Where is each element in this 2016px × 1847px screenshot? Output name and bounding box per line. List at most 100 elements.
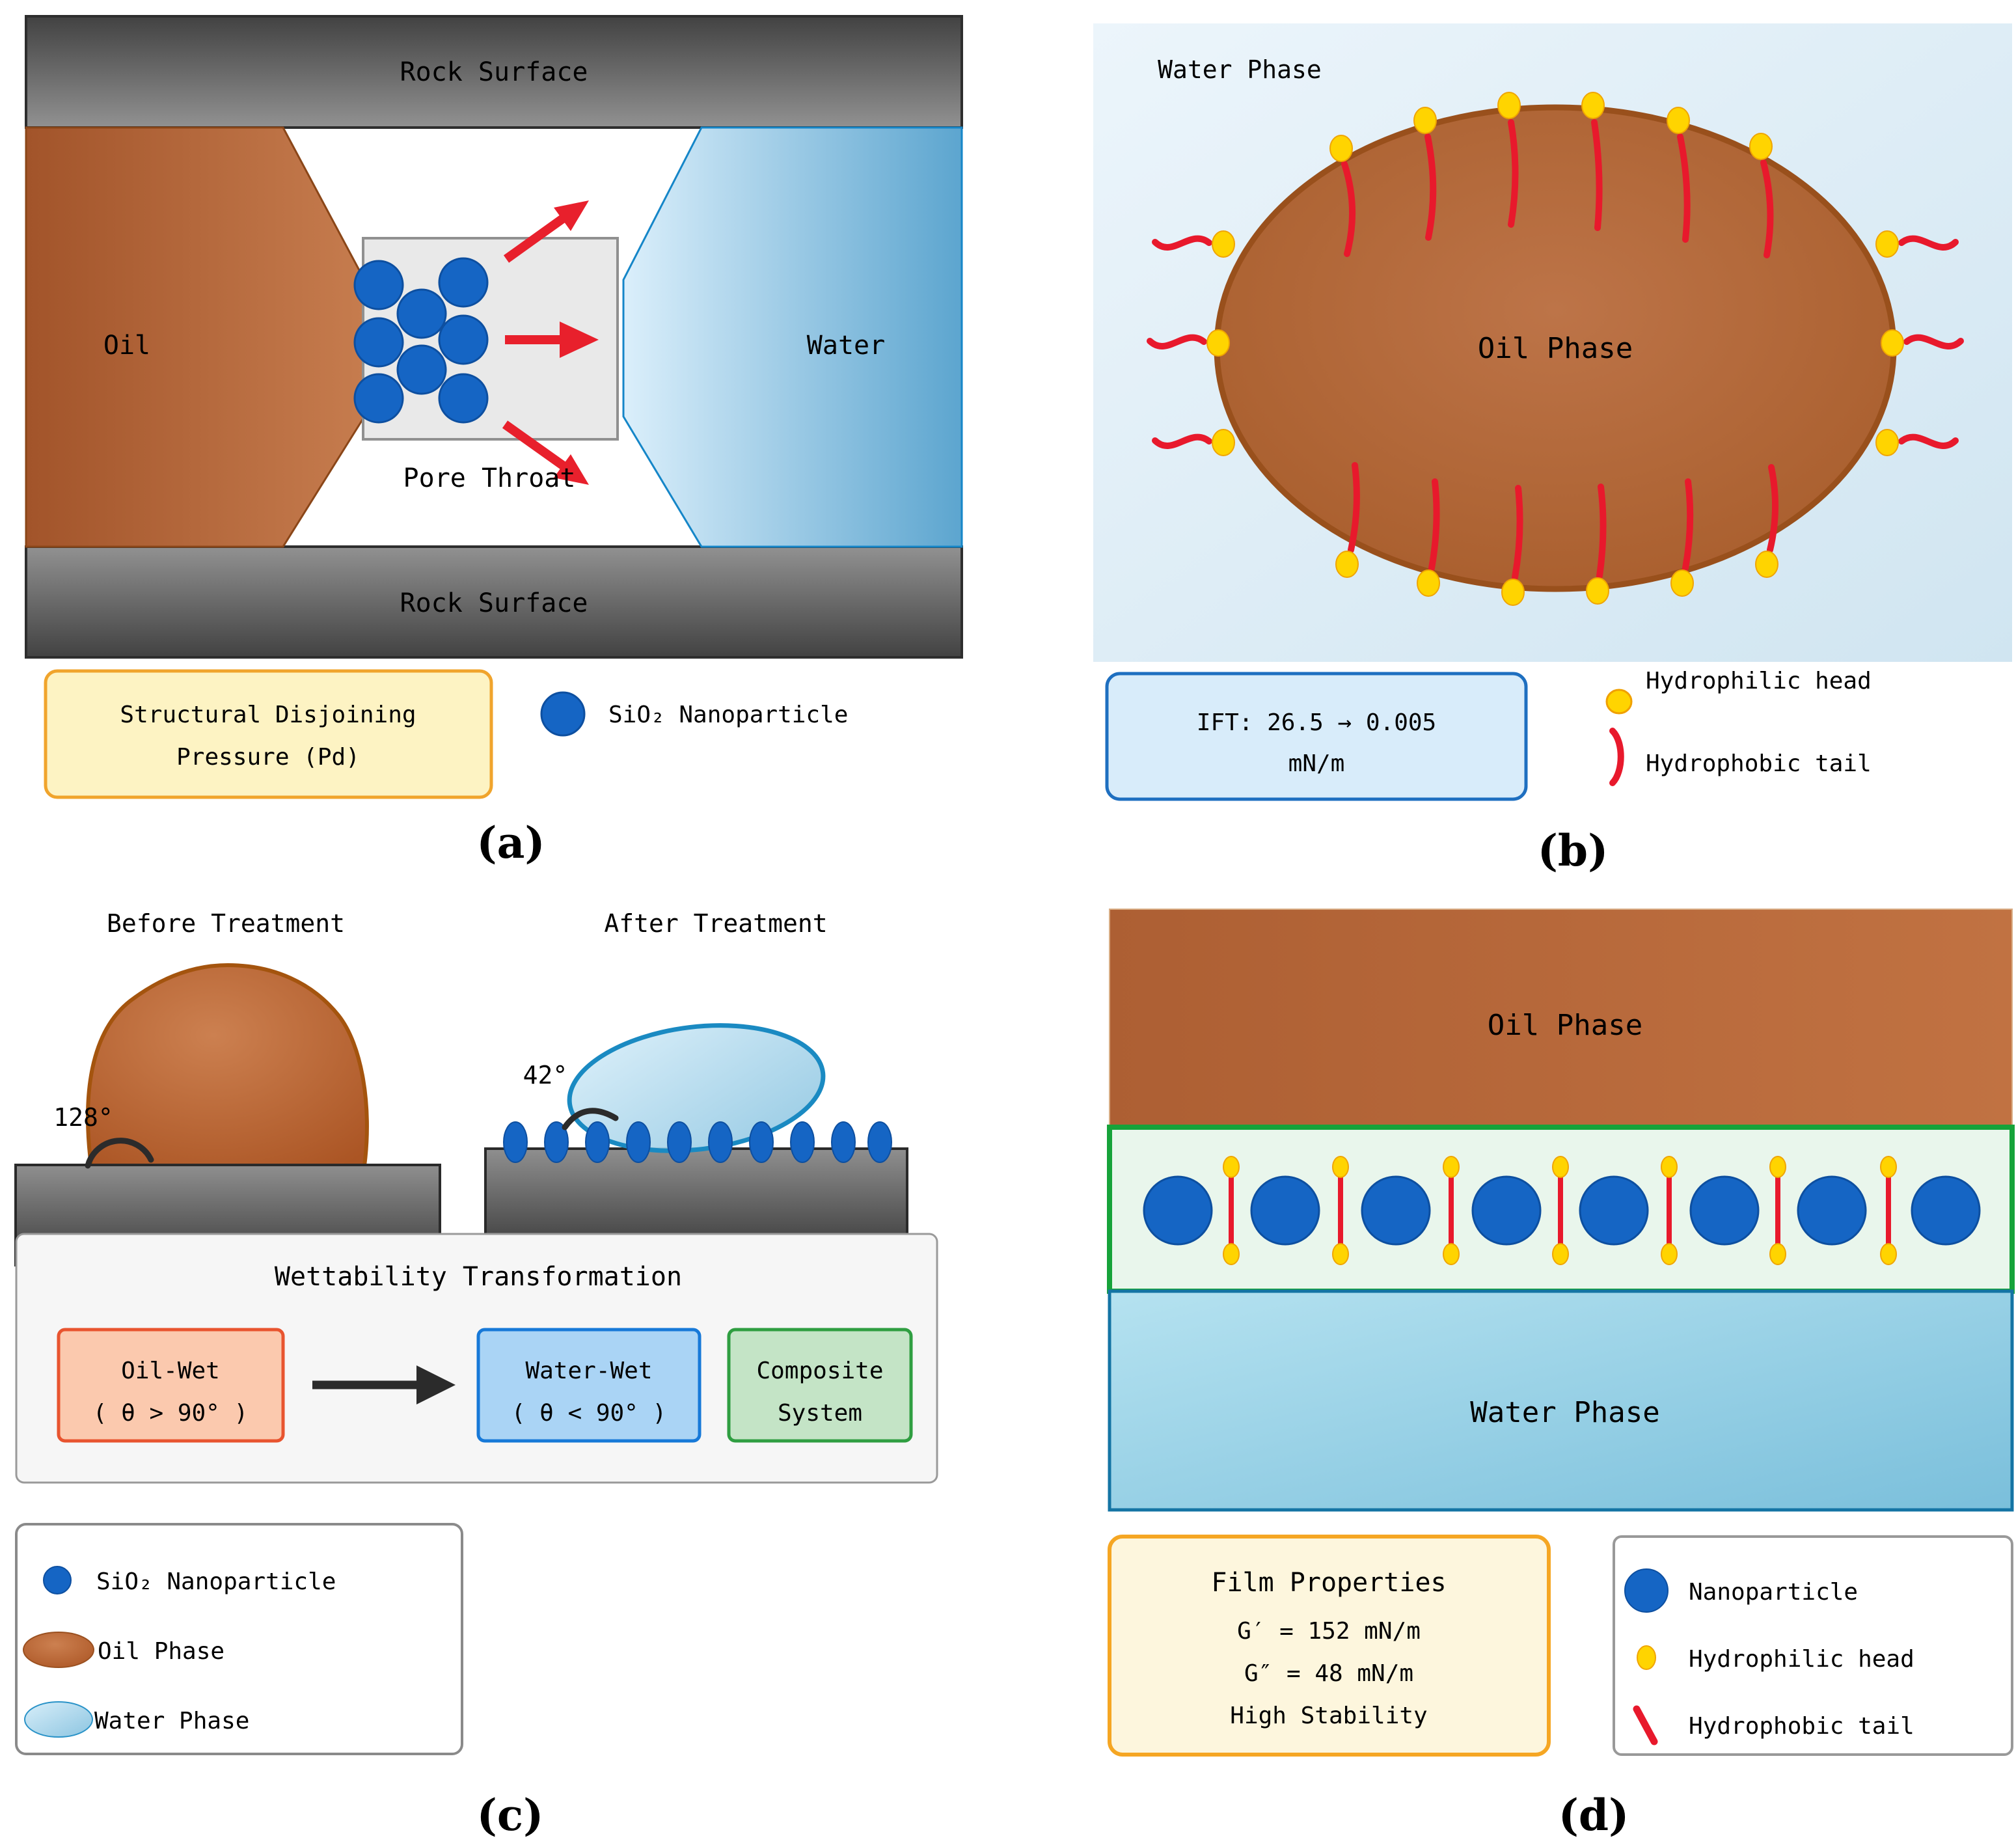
oil-wet-box: [57, 1328, 285, 1443]
nanoparticle: [353, 260, 404, 310]
water-wet-box: [476, 1328, 702, 1443]
panel-b-ift-diagram: Water Phase Oil Phase: [1093, 23, 2012, 876]
surfactant-tails: [1147, 119, 1964, 581]
nanoparticle: [438, 373, 489, 424]
pressure-arrows: [502, 200, 599, 485]
caption-d: (d): [1559, 1790, 1629, 1840]
nanoparticle: [585, 1121, 610, 1163]
film-nanoparticles: [1143, 1175, 1981, 1246]
hydrophilic-head: [1335, 551, 1359, 578]
hydrophobic-tail: [1682, 478, 1694, 571]
hydrophilic-head: [1206, 329, 1230, 357]
pressure-box-line1: Structural Disjoining: [120, 702, 416, 728]
legend-water-phase-icon: [24, 1701, 93, 1738]
oil-label: Oil: [103, 331, 150, 361]
water-wet-line1: Water-Wet: [525, 1358, 652, 1384]
arrow-down-right-head: [554, 454, 589, 485]
hydrophilic-head: [1755, 551, 1778, 578]
hydrophilic-head: [1212, 230, 1235, 258]
arrow-up-right-shaft: [503, 214, 567, 263]
nanoparticle: [353, 317, 404, 368]
hydrophobic-tail: [1596, 484, 1607, 579]
hydrophobic-tail: [1428, 478, 1440, 571]
hydrophilic-head: [1880, 1156, 1897, 1178]
nanoparticle: [1143, 1175, 1213, 1246]
nanoparticle-cluster: [353, 257, 489, 424]
hydrophilic-head: [1223, 1156, 1240, 1178]
legend-sio2-label: SiO₂ Nanoparticle: [96, 1568, 336, 1595]
legend-water-label: Water Phase: [94, 1708, 249, 1734]
hydrophilic-head: [1769, 1156, 1786, 1178]
wettability-title: Wettability Transformation: [275, 1262, 682, 1292]
hydrophobic-tail: [1152, 433, 1212, 449]
legend-sio2-icon: [43, 1566, 72, 1594]
legend-box-c: [15, 1523, 463, 1755]
composite-line2: System: [778, 1400, 862, 1427]
nanoparticle: [667, 1121, 692, 1163]
oil-funnel: [25, 126, 366, 548]
hydrophobic-tail: [1767, 464, 1778, 553]
nanoparticle: [1689, 1175, 1760, 1246]
nanoparticle: [353, 373, 404, 424]
nanoparticle: [396, 288, 447, 339]
nanoparticle: [749, 1121, 774, 1163]
nanoparticle: [1911, 1175, 1981, 1246]
rock-top-label: Rock Surface: [400, 57, 588, 87]
hydrophilic-head: [1881, 329, 1904, 357]
legend-hydrophobic-tail-icon: [1633, 1705, 1658, 1745]
hydrophilic-head: [1443, 1156, 1460, 1178]
hydrophilic-head: [1552, 1243, 1569, 1265]
oil-phase-label: Oil Phase: [1478, 332, 1633, 365]
oil-phase-block: [1109, 909, 2013, 1128]
transformation-arrow-head: [416, 1365, 456, 1404]
water-phase-label: Water Phase: [1158, 55, 1322, 84]
nanoparticle-row: [503, 1121, 892, 1163]
hydrophobic-tail: [1147, 334, 1207, 349]
hydrophilic-head: [1223, 1243, 1240, 1265]
nanoparticle: [1471, 1175, 1542, 1246]
hydrophobic-tail: [1898, 433, 1959, 449]
nanoparticle: [1250, 1175, 1320, 1246]
legend-nanoparticle-icon: [540, 691, 586, 737]
nanoparticle: [396, 344, 447, 395]
hydrophilic-head: [1332, 1243, 1349, 1265]
nanoparticle: [831, 1121, 856, 1163]
oil-droplet-before: [86, 963, 369, 1168]
oil-wet-line2: ( θ > 90° ): [93, 1400, 248, 1427]
legend-oil-phase-icon: [23, 1632, 94, 1668]
hydrophobic-tail: [1348, 462, 1360, 553]
water-phase-block: [1108, 1289, 2014, 1512]
film-g-prime: G′ = 152 mN/m: [1237, 1618, 1421, 1645]
hydrophilic-head: [1417, 569, 1440, 597]
surfactant-heads: [1206, 92, 1904, 606]
contact-angle-arc-after: [562, 1108, 619, 1130]
oil-phase-label: Oil Phase: [1488, 1009, 1642, 1042]
caption-a: (a): [476, 817, 545, 868]
hydrophilic-head: [1501, 579, 1525, 606]
panel-d-film-diagram: Oil Phase: [1107, 909, 2015, 1840]
hydrophobic-tail: [1341, 161, 1356, 257]
pressure-box-line2: Pressure (Pd): [176, 744, 360, 771]
nanoparticle: [708, 1121, 733, 1163]
hydrophobic-tail: [1898, 235, 1959, 251]
legend-tail-label: Hydrophobic tail: [1689, 1713, 1914, 1740]
water-phase-label: Water Phase: [1470, 1396, 1659, 1429]
caption-c: (c): [477, 1790, 544, 1840]
pore-throat-label: Pore Throat: [403, 463, 576, 493]
nanoparticle: [503, 1121, 528, 1163]
water-label: Water: [807, 331, 885, 361]
film-properties-box: [1108, 1535, 1551, 1757]
nanoparticle: [867, 1121, 892, 1163]
film-title: Film Properties: [1211, 1568, 1446, 1598]
legend-hydrophobic-tail-icon: [1609, 728, 1624, 786]
film-stability: High Stability: [1230, 1703, 1427, 1729]
hydrophilic-head: [1332, 1156, 1349, 1178]
hydrophobic-tail: [1677, 133, 1691, 243]
before-treatment-title: Before Treatment: [107, 909, 345, 938]
nanoparticle: [438, 257, 489, 308]
legend-hydrophilic-head-icon: [1605, 689, 1633, 715]
hydrophilic-head: [1875, 230, 1899, 258]
ift-line2: mN/m: [1288, 750, 1345, 777]
contact-angle-arc-before: [85, 1138, 154, 1169]
ift-line1: IFT: 26.5 → 0.005: [1197, 709, 1436, 736]
